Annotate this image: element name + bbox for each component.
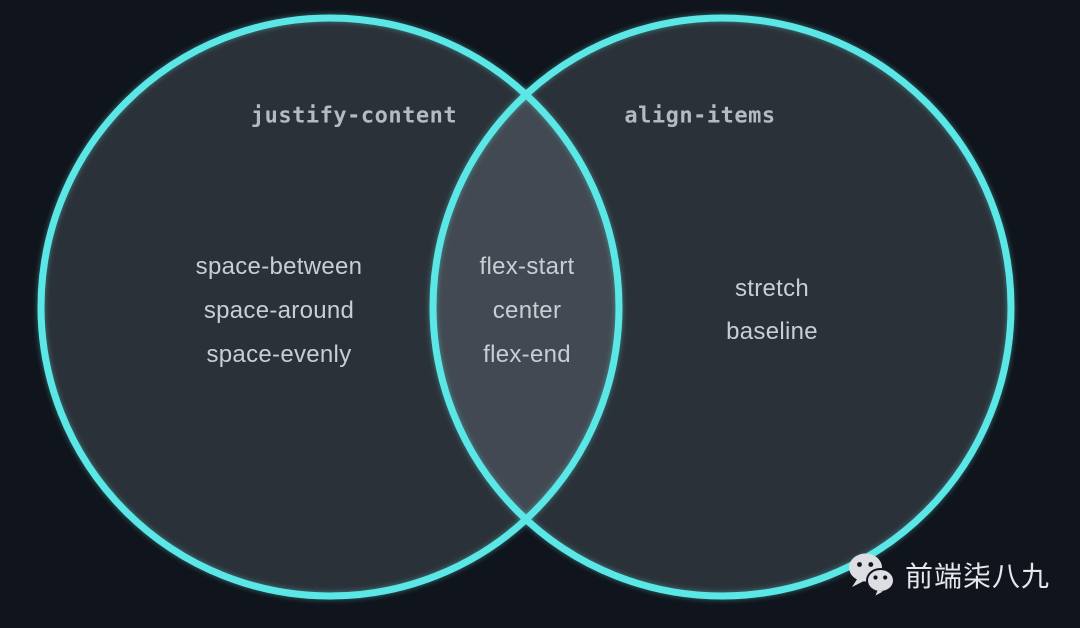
value-item: space-around bbox=[203, 297, 355, 324]
value-item: baseline bbox=[726, 318, 818, 345]
value-item: space-evenly bbox=[206, 341, 352, 368]
value-item: flex-start bbox=[479, 253, 575, 280]
right-circle-title: align-items bbox=[624, 103, 776, 129]
left-circle-values: space-between space-around space-evenly bbox=[196, 245, 363, 377]
value-item: flex-end bbox=[483, 341, 571, 368]
left-circle-title: justify-content bbox=[250, 103, 458, 129]
wechat-icon bbox=[848, 553, 895, 596]
value-item: space-between bbox=[195, 253, 363, 280]
brand-watermark: 前端柒八九 bbox=[848, 553, 1050, 596]
intersection-values: flex-start center flex-end bbox=[479, 245, 574, 377]
right-circle-values: stretch baseline bbox=[726, 267, 818, 353]
value-item: center bbox=[492, 297, 562, 324]
left-circle-outline bbox=[37, 14, 623, 600]
value-item: stretch bbox=[734, 275, 810, 302]
brand-name: 前端柒八九 bbox=[904, 560, 1050, 592]
right-circle-outline bbox=[429, 14, 1015, 600]
